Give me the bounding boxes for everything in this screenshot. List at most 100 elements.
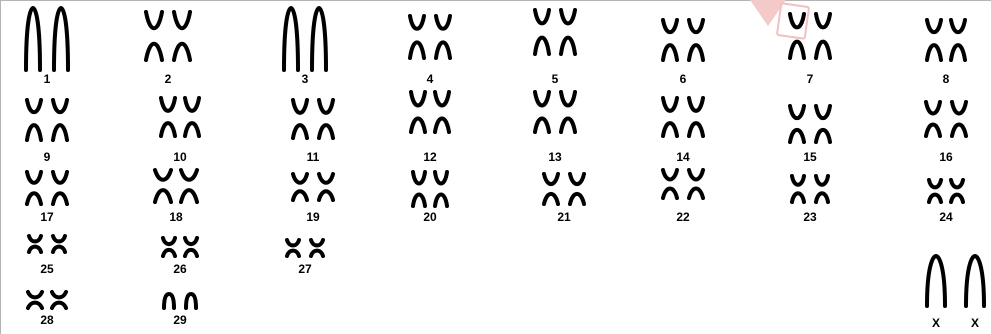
chromatid-arms bbox=[544, 174, 558, 204]
chromosome-pair-1 bbox=[24, 8, 70, 70]
chromatid-arms bbox=[689, 98, 703, 136]
chromosome-24-a bbox=[928, 180, 942, 202]
pair-number-label: 27 bbox=[298, 262, 311, 276]
chromatid-arms bbox=[790, 106, 804, 142]
chromosome-10-b bbox=[184, 98, 200, 136]
chromosome-pair-5 bbox=[534, 10, 576, 54]
chromosome-28-b bbox=[51, 292, 67, 308]
pair-number-label: 1 bbox=[44, 72, 51, 86]
pair-number-label: 21 bbox=[557, 210, 570, 224]
chromatid-arms bbox=[435, 172, 447, 206]
chromatid-arms bbox=[689, 170, 703, 198]
chromosome-21-b bbox=[569, 174, 585, 204]
chromosome-11-b bbox=[318, 100, 334, 138]
chromosome-18-b bbox=[180, 170, 198, 202]
chromatid-arms bbox=[155, 170, 171, 202]
chromatid-arms bbox=[53, 172, 67, 204]
chromosome-1-a bbox=[24, 8, 42, 70]
chromosome-pair-27 bbox=[286, 240, 324, 256]
chromatid-arms bbox=[663, 20, 677, 60]
pair-number-label: 6 bbox=[680, 72, 687, 86]
chromosome-27-b bbox=[310, 240, 324, 256]
chromatid-arms bbox=[312, 8, 326, 70]
chromosome-pair-2 bbox=[145, 12, 191, 60]
chromosome-19-a bbox=[292, 174, 308, 200]
chromosome-7-b bbox=[815, 14, 831, 58]
chromatid-arms bbox=[293, 100, 307, 138]
chromosome-9-a bbox=[26, 100, 42, 140]
pair-number-label: 15 bbox=[803, 150, 816, 164]
chromatid-arms bbox=[951, 20, 965, 60]
chromatid-arms bbox=[163, 238, 175, 256]
pair-number-label: 25 bbox=[40, 262, 53, 276]
chromatid-arms bbox=[663, 98, 677, 136]
chromatid-arms bbox=[319, 100, 333, 138]
chromatid-arms bbox=[410, 16, 424, 58]
chromatid-arms bbox=[689, 20, 703, 60]
chromatid-arms bbox=[816, 176, 828, 202]
pair-number-label: 17 bbox=[40, 210, 53, 224]
chromatid-arms bbox=[181, 170, 197, 202]
chromatid-arms bbox=[816, 106, 830, 142]
chromosome-3-a bbox=[282, 8, 300, 70]
chromosome-pair-22 bbox=[662, 170, 704, 198]
pair-number-label: 20 bbox=[423, 210, 436, 224]
x-chromosome-b bbox=[964, 256, 986, 306]
chromatid-arms bbox=[27, 100, 41, 140]
chromatid-arms bbox=[161, 98, 175, 136]
pair-number-label: 4 bbox=[427, 72, 434, 86]
chromatid-arms bbox=[792, 176, 804, 202]
chromatid-arms bbox=[926, 102, 940, 136]
pair-number-label: 11 bbox=[307, 150, 320, 164]
chromosome-26-b bbox=[184, 238, 198, 256]
chromosome-23-b bbox=[815, 176, 829, 202]
chromosome-pair-11 bbox=[292, 100, 334, 138]
sex-chromosome-label: X bbox=[932, 316, 940, 330]
chromosome-2-a bbox=[145, 12, 163, 60]
chromatid-arms bbox=[561, 10, 575, 54]
chromosome-20-a bbox=[412, 172, 426, 206]
chromatid-arms bbox=[53, 100, 67, 140]
chromosome-28-a bbox=[27, 292, 43, 308]
chromosome-25-b bbox=[52, 236, 66, 252]
chromosome-17-a bbox=[26, 172, 42, 204]
chromosome-pair-12 bbox=[410, 92, 450, 132]
chromosome-26-a bbox=[162, 238, 176, 256]
chromosome-15-a bbox=[789, 106, 805, 142]
chromosome-29-b bbox=[184, 294, 198, 308]
chromatid-arms bbox=[27, 172, 41, 204]
chromatid-arms bbox=[53, 236, 65, 252]
pair-number-label: 2 bbox=[165, 72, 172, 86]
pair-number-label: 22 bbox=[676, 210, 689, 224]
chromatid-arms bbox=[185, 238, 197, 256]
x-chromatid-arms bbox=[966, 256, 984, 306]
chromosome-pair-7 bbox=[789, 14, 831, 58]
pair-number-label: 28 bbox=[40, 313, 53, 327]
pair-number-label: 29 bbox=[173, 313, 186, 327]
chromatid-arms bbox=[54, 8, 68, 70]
chromosome-14-b bbox=[688, 98, 704, 136]
chromosome-pair-21 bbox=[543, 174, 585, 204]
pair-number-label: 23 bbox=[803, 210, 816, 224]
chromatid-arms bbox=[790, 14, 804, 58]
pair-number-label: 5 bbox=[552, 72, 559, 86]
chromosome-27-a bbox=[286, 240, 300, 256]
chromosome-10-a bbox=[160, 98, 176, 136]
chromosome-25-a bbox=[28, 236, 42, 252]
chromosome-4-b bbox=[435, 16, 451, 58]
pair-number-label: 10 bbox=[173, 150, 186, 164]
pair-number-label: 9 bbox=[44, 150, 51, 164]
chromosome-pair-16 bbox=[925, 102, 967, 136]
chromosome-12-a bbox=[410, 92, 426, 132]
pair-number-label: 3 bbox=[302, 72, 309, 86]
chromosome-21-a bbox=[543, 174, 559, 204]
chromosome-3-b bbox=[310, 8, 328, 70]
chromosome-8-a bbox=[926, 20, 942, 60]
pair-number-label: 16 bbox=[939, 150, 952, 164]
x-chromatid-arms bbox=[927, 256, 945, 306]
chromosome-pair-8 bbox=[926, 20, 966, 60]
chromatid-arms bbox=[413, 172, 425, 206]
chromatid-arms bbox=[952, 102, 966, 136]
chromatid-arms bbox=[411, 92, 425, 132]
